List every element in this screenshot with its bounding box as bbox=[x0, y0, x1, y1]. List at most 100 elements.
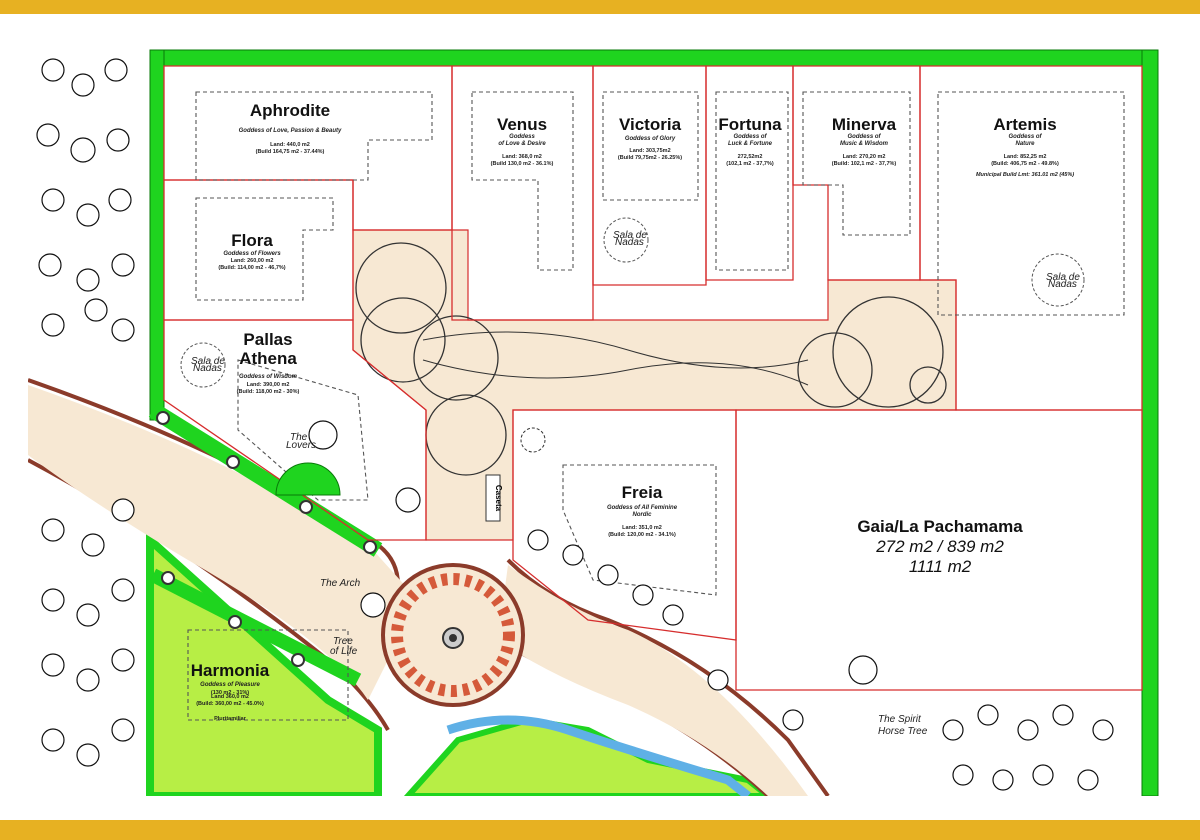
sala-de-nadas-markers bbox=[180, 217, 1085, 453]
caseta-building bbox=[485, 474, 501, 522]
lot-harmonia: Harmonia Goddess of Pleasure (130 m2 - 3… bbox=[191, 661, 270, 722]
lot-venus-land: Land: 368,0 m2 bbox=[502, 154, 542, 160]
label-the-lovers-1: The bbox=[290, 432, 308, 443]
lot-artemis-subtitle: Goddess of bbox=[1008, 134, 1042, 140]
lot-harmonia-subtitle: Goddess of Pleasure bbox=[200, 682, 260, 688]
lot-aphrodite-name: Aphrodite bbox=[250, 101, 330, 120]
green-strip-road-lower bbox=[149, 568, 362, 687]
street-lamps bbox=[156, 411, 377, 667]
lot-victoria-subtitle: Goddess of Glory bbox=[625, 136, 676, 142]
label-sala-victoria-2: Nadas bbox=[615, 237, 644, 248]
lot-venus-subtitle2: of Love & Desire bbox=[498, 141, 546, 147]
lot-flora-name: Flora bbox=[231, 231, 273, 250]
lot-pallas-athena: Pallas Athena Goddess of Wisdom Land: 39… bbox=[237, 330, 300, 395]
green-border-right bbox=[1141, 49, 1159, 796]
lot-fortuna-build: (102,1 m2 - 37,7%) bbox=[726, 161, 774, 167]
label-spirit-horse-1: The Spirit bbox=[878, 714, 922, 725]
gaia-name: Gaia/La Pachamama bbox=[857, 517, 1023, 536]
lot-artemis: Artemis Goddess of Nature Land: 852,25 m… bbox=[976, 115, 1074, 178]
lot-victoria-land: Land: 303,75m2 bbox=[629, 148, 670, 154]
lot-harmonia-build: (Build: 360,00 m2 - 45.0%) bbox=[196, 701, 264, 707]
lot-freia-land: Land: 351,0 m2 bbox=[622, 525, 662, 531]
label-sala-artemis-1: Sala de bbox=[1046, 272, 1080, 283]
lot-harmonia-overlay: (130 m2 - 31%) bbox=[211, 690, 249, 696]
lot-victoria-build: (Build 79,75m2 - 26.25%) bbox=[618, 155, 682, 161]
walkway-circles bbox=[355, 242, 947, 476]
lot-victoria-name: Victoria bbox=[619, 115, 682, 134]
label-sala-artemis-2: Nadas bbox=[1048, 279, 1077, 290]
water-stream bbox=[446, 715, 751, 796]
label-sala-victoria-1: Sala de bbox=[613, 230, 647, 241]
lot-victoria: Victoria Goddess of Glory Land: 303,75m2… bbox=[618, 115, 682, 161]
lot-aphrodite-build: (Build 164,75 m2 - 37.44%) bbox=[256, 149, 325, 155]
lot-fortuna-name: Fortuna bbox=[718, 115, 782, 134]
lot-fortuna-land: 272,52m2 bbox=[738, 154, 763, 160]
lot-flora-subtitle: Goddess of Flowers bbox=[223, 251, 281, 257]
lot-artemis-land: Land: 852,25 m2 bbox=[1004, 154, 1047, 160]
lot-harmonia-extra: Pluritamiliar bbox=[214, 716, 247, 722]
lot-harmonia-land: Land 360,0 m2 bbox=[211, 694, 249, 700]
lot-flora: Flora Goddess of Flowers Land: 260,00 m2… bbox=[218, 231, 285, 271]
lot-aphrodite-subtitle: Goddess of Love, Passion & Beauty bbox=[239, 128, 342, 134]
lot-freia-subtitle: Goddess of All Feminine bbox=[607, 505, 678, 511]
road-surface bbox=[28, 385, 418, 700]
tree-column-left bbox=[36, 58, 135, 767]
caseta-label: Caseta bbox=[494, 485, 503, 512]
green-border-top bbox=[149, 49, 1159, 67]
lot-aphrodite-land: Land: 440,0 m2 bbox=[270, 142, 310, 148]
lot-flora-build: (Build: 114,00 m2 - 46,7%) bbox=[218, 265, 285, 271]
bottom-frame-bar bbox=[0, 820, 1200, 840]
label-sala-pallas-1: Sala de bbox=[191, 356, 225, 367]
walkway-line-2 bbox=[422, 359, 809, 386]
label-spirit-horse-2: Horse Tree bbox=[878, 726, 928, 737]
road-right-surface bbox=[498, 565, 808, 796]
lot-venus: Venus Goddess of Love & Desire Land: 368… bbox=[491, 115, 554, 167]
lot-minerva: Minerva Goddess of Music & Wisdom Land: … bbox=[832, 115, 897, 167]
lot-venus-subtitle: Goddess bbox=[509, 134, 535, 140]
lot-fortuna: Fortuna Goddess of Luck & Fortune 272,52… bbox=[718, 115, 782, 167]
site-plan-map: Caseta Aphrodite Goddess of Love, Passio… bbox=[28, 49, 1159, 796]
walkway-line-1 bbox=[422, 331, 809, 369]
road-right-edge bbox=[506, 558, 830, 796]
lot-minerva-subtitle: Goddess of bbox=[847, 134, 881, 140]
lot-freia-name: Freia bbox=[622, 483, 663, 502]
lot-flora-land: Land: 260,00 m2 bbox=[231, 258, 274, 264]
label-the-lovers-2: Lovers bbox=[286, 440, 316, 451]
lot-minerva-build: (Build: 102,1 m2 - 37,7%) bbox=[832, 161, 897, 167]
lot-pallas-build: (Build: 118,00 m2 - 30%) bbox=[237, 389, 300, 395]
lot-fortuna-subtitle: Goddess of bbox=[733, 134, 767, 140]
lot-pallas-subtitle: Goddess of Wisdom bbox=[239, 374, 298, 380]
lot-artemis-subtitle2: Nature bbox=[1015, 141, 1035, 147]
lot-minerva-land: Land: 270,20 m2 bbox=[843, 154, 886, 160]
lot-harmonia-name: Harmonia bbox=[191, 661, 270, 680]
green-border-left bbox=[149, 49, 165, 421]
green-strip-road-upper bbox=[148, 403, 383, 557]
build-footprints bbox=[187, 91, 1125, 721]
lot-pallas-land: Land: 390,00 m2 bbox=[247, 382, 290, 388]
tree-row-right bbox=[308, 420, 1114, 791]
gaia-area2: 1111 m2 bbox=[909, 557, 972, 576]
lot-artemis-build: (Build: 406,75 m2 - 49.8%) bbox=[991, 161, 1059, 167]
lot-pallas-name: Pallas bbox=[243, 330, 292, 349]
lot-artemis-name: Artemis bbox=[993, 115, 1056, 134]
roundabout-center-dot bbox=[449, 634, 457, 642]
lot-minerva-subtitle2: Music & Wisdom bbox=[840, 141, 889, 147]
lot-freia: Freia Goddess of All Feminine Nordic Lan… bbox=[607, 483, 678, 538]
lot-pallas-name2: Athena bbox=[239, 349, 297, 368]
lot-artemis-extra: Municipal Build Lmt: 361.01 m2 (45%) bbox=[976, 172, 1074, 178]
label-tree-of-life-2: of Life bbox=[330, 646, 358, 657]
label-tree-of-life-1: Tree bbox=[333, 636, 353, 647]
roundabout-paving bbox=[391, 573, 515, 697]
lot-venus-build: (Build 130,0 m2 - 36.1%) bbox=[491, 161, 554, 167]
gaia-area1: 272 m2 / 839 m2 bbox=[875, 537, 1004, 556]
lot-freia-build: (Build: 120,00 m2 - 34.1%) bbox=[608, 532, 676, 538]
label-the-arch: The Arch bbox=[320, 578, 361, 589]
label-sala-pallas-2: Nadas bbox=[193, 363, 222, 374]
top-frame-bar bbox=[0, 0, 1200, 14]
lot-freia-subtitle2: Nordic bbox=[632, 512, 652, 518]
lot-fortuna-subtitle2: Luck & Fortune bbox=[728, 141, 773, 147]
lot-gaia: Gaia/La Pachamama 272 m2 / 839 m2 1111 m… bbox=[857, 517, 1023, 576]
lot-aphrodite: Aphrodite Goddess of Love, Passion & Bea… bbox=[239, 101, 342, 155]
lot-venus-name: Venus bbox=[497, 115, 547, 134]
lot-minerva-name: Minerva bbox=[832, 115, 897, 134]
